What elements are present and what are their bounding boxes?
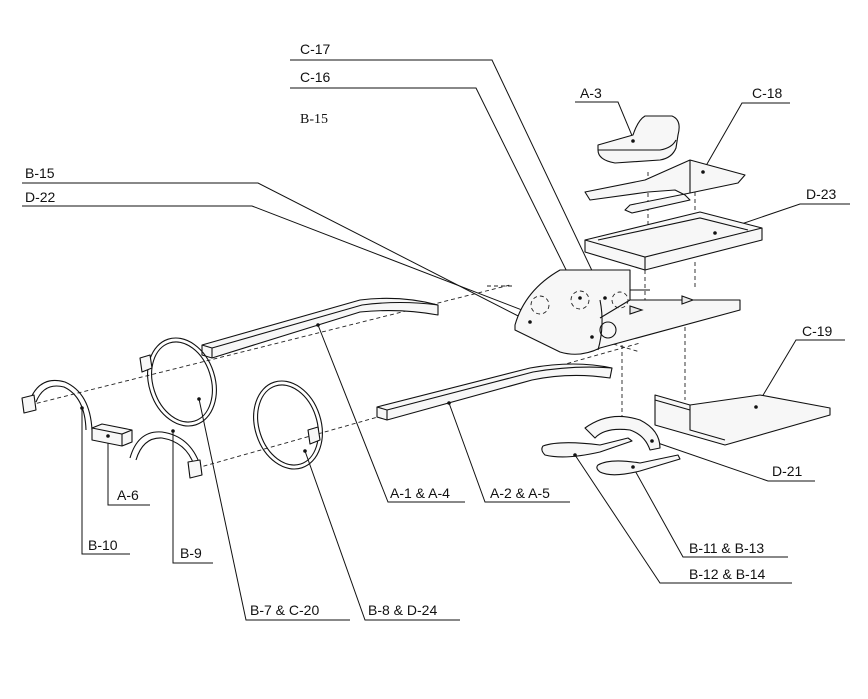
leader-d22 bbox=[22, 205, 593, 338]
part-b9-half-hoop bbox=[129, 429, 203, 479]
leader-a2-a5 bbox=[448, 402, 570, 503]
part-a3-seat bbox=[597, 115, 680, 164]
label-b15-top: B-15 bbox=[300, 112, 328, 127]
leader-a1-a4 bbox=[317, 324, 465, 503]
label-d21: D-21 bbox=[772, 463, 803, 479]
label-a6: A-6 bbox=[117, 487, 139, 503]
leader-b9 bbox=[172, 431, 213, 564]
label-d23: D-23 bbox=[806, 186, 837, 202]
label-b9: B-9 bbox=[180, 545, 202, 561]
part-b12-b14-runner bbox=[541, 437, 633, 458]
leader-b10 bbox=[81, 408, 130, 555]
part-b8-d24-ring bbox=[253, 380, 323, 470]
part-b7-c20-ring bbox=[139, 337, 217, 427]
part-d21-arch bbox=[584, 415, 661, 451]
label-c17: C-17 bbox=[300, 41, 331, 57]
callout-labels: C-17 C-16 B-15 B-15 D-22 A-3 C-18 D-23 C… bbox=[25, 41, 837, 618]
part-b10-half-hoop bbox=[21, 379, 93, 431]
leader-c16 bbox=[290, 87, 581, 299]
leader-b11-b13 bbox=[632, 466, 788, 558]
leader-b12-b14 bbox=[574, 454, 792, 584]
label-c18: C-18 bbox=[752, 85, 783, 101]
leader-c18 bbox=[702, 102, 790, 172]
leader-b7-c20 bbox=[198, 398, 350, 621]
leader-c19 bbox=[755, 339, 845, 408]
part-a1-a4-beam bbox=[201, 297, 439, 359]
part-d23-box-tray bbox=[584, 211, 763, 271]
label-b12-b14: B-12 & B-14 bbox=[689, 566, 765, 582]
part-c18-fork-tray bbox=[584, 159, 746, 214]
label-a2-a5: A-2 & A-5 bbox=[490, 485, 550, 501]
leader-b15 bbox=[22, 182, 531, 323]
leader-a6 bbox=[107, 436, 150, 506]
part-a6-block bbox=[91, 423, 133, 447]
part-main-block bbox=[514, 269, 741, 355]
label-b7-c20: B-7 & C-20 bbox=[250, 602, 319, 618]
label-a3: A-3 bbox=[580, 85, 602, 101]
leader-b8-d24 bbox=[304, 450, 460, 621]
label-d22: D-22 bbox=[25, 189, 56, 205]
part-c19-l-tray bbox=[654, 394, 831, 446]
label-c16: C-16 bbox=[300, 69, 331, 85]
label-b8-d24: B-8 & D-24 bbox=[368, 602, 437, 618]
label-b11-b13: B-11 & B-13 bbox=[689, 540, 764, 556]
part-b11-b13-runner bbox=[596, 454, 681, 476]
leader-d21 bbox=[651, 440, 815, 482]
label-c19: C-19 bbox=[802, 323, 833, 339]
leader-a3 bbox=[575, 101, 634, 139]
label-b15: B-15 bbox=[25, 165, 55, 181]
label-a1-a4: A-1 & A-4 bbox=[390, 485, 450, 501]
leader-lines bbox=[22, 59, 850, 621]
label-b10: B-10 bbox=[88, 537, 118, 553]
leader-c17 bbox=[290, 59, 606, 299]
part-a2-a5-beam bbox=[376, 363, 613, 421]
